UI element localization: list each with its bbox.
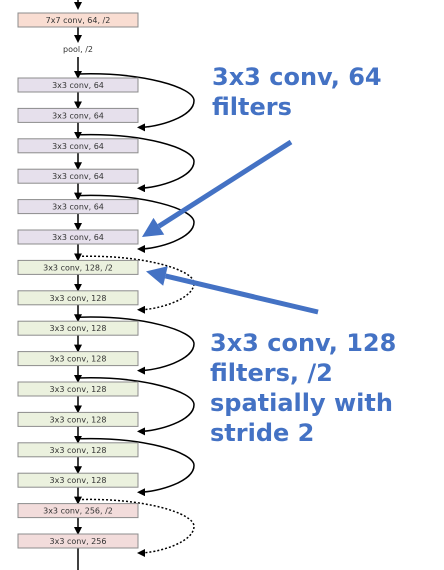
annotation-line: filters	[212, 93, 292, 121]
layer-label: 3x3 conv, 64	[52, 233, 104, 242]
skip-connection	[77, 498, 195, 557]
layer-label: 3x3 conv, 64	[52, 81, 104, 90]
annotation-arrow	[146, 266, 319, 315]
annotation-line: filters, /2	[210, 359, 333, 387]
layer-box	[17, 351, 139, 367]
layer-label: 3x3 conv, 128	[50, 446, 107, 455]
layer-box	[17, 290, 139, 306]
layer-box	[17, 472, 139, 488]
skip-connection	[77, 377, 195, 436]
skip-connection	[77, 316, 195, 375]
layer-box	[17, 168, 139, 184]
annotation-128-filters: 3x3 conv, 128 filters, /2 spatially with…	[210, 328, 396, 448]
layer-box	[17, 12, 139, 28]
layer-label: 3x3 conv, 256, /2	[43, 507, 113, 516]
layer-box	[17, 503, 139, 519]
layer-box	[17, 320, 139, 336]
annotation-64-filters: 3x3 conv, 64 filters	[212, 62, 382, 122]
skip-connection	[77, 133, 195, 193]
layer-label: 3x3 conv, 64	[52, 203, 104, 212]
skip-connection	[77, 437, 195, 497]
annotation-line: spatially with	[210, 389, 393, 417]
layer-label: 3x3 conv, 128	[50, 415, 107, 424]
layer-label: 3x3 conv, 128, /2	[43, 263, 113, 272]
layer-box	[17, 229, 139, 245]
layer-label: pool, /2	[63, 45, 93, 54]
layer-box	[17, 442, 139, 458]
layer-box	[17, 107, 139, 123]
layer-box	[17, 199, 139, 215]
layer-label: 3x3 conv, 128	[50, 385, 107, 394]
annotation-line: stride 2	[210, 419, 315, 447]
layer-label: 3x3 conv, 128	[50, 294, 107, 303]
annotation-arrow	[142, 139, 293, 237]
layer-label: 3x3 conv, 256	[50, 537, 107, 546]
annotation-line: 3x3 conv, 64	[212, 63, 382, 91]
annotation-line: 3x3 conv, 128	[210, 329, 397, 357]
skip-connection	[77, 194, 195, 253]
layer-box	[17, 259, 139, 275]
skip-connection	[77, 73, 195, 132]
layer-label: 3x3 conv, 128	[50, 324, 107, 333]
layer-label: 3x3 conv, 64	[52, 172, 104, 181]
layer-label: 3x3 conv, 64	[52, 111, 104, 120]
layer-label: 3x3 conv, 64	[52, 142, 104, 151]
layer-label: 3x3 conv, 128	[50, 355, 107, 364]
layer-box	[17, 138, 139, 154]
layer-box	[17, 77, 139, 93]
layer-box	[17, 381, 139, 397]
layer-box	[17, 533, 139, 549]
layer-label: 7x7 conv, 64, /2	[46, 16, 111, 25]
layer-box	[17, 411, 139, 427]
layer-label: 3x3 conv, 128	[50, 476, 107, 485]
